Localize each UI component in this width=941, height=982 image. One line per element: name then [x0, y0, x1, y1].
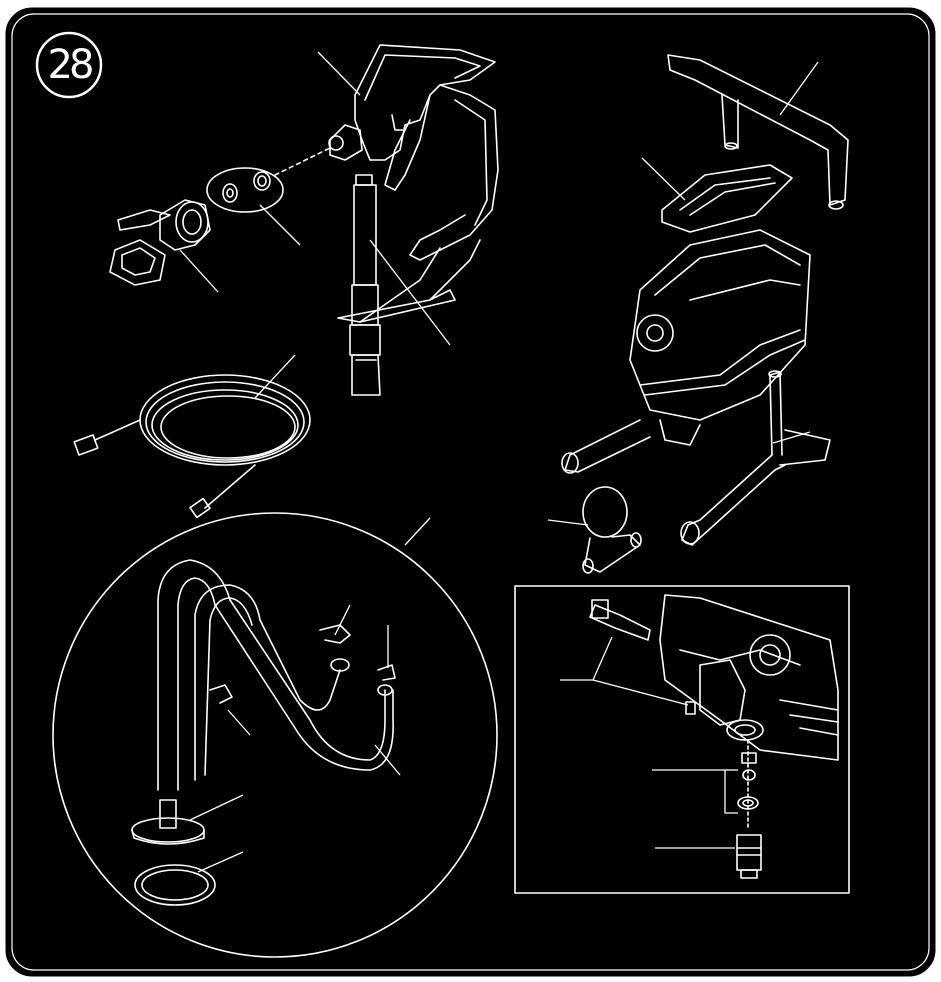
tip-guard-icon [109, 199, 211, 286]
hose-icon [73, 374, 311, 519]
gauge-icon [582, 486, 642, 574]
handle-icon [667, 54, 849, 210]
step-number-badge: 28 [34, 30, 104, 100]
suction-tube-icon [131, 559, 396, 906]
sprayer-icon [561, 229, 831, 546]
suction-set-circle [52, 512, 498, 958]
gasket-icon [206, 167, 284, 213]
fitting-icon [589, 594, 839, 879]
extension-pole-icon [349, 174, 381, 396]
step-number: 28 [47, 42, 95, 88]
leader-lines [179, 51, 819, 873]
spray-gun-icon [328, 44, 499, 323]
fitting-detail-box [514, 585, 850, 894]
lid-icon [661, 164, 793, 233]
